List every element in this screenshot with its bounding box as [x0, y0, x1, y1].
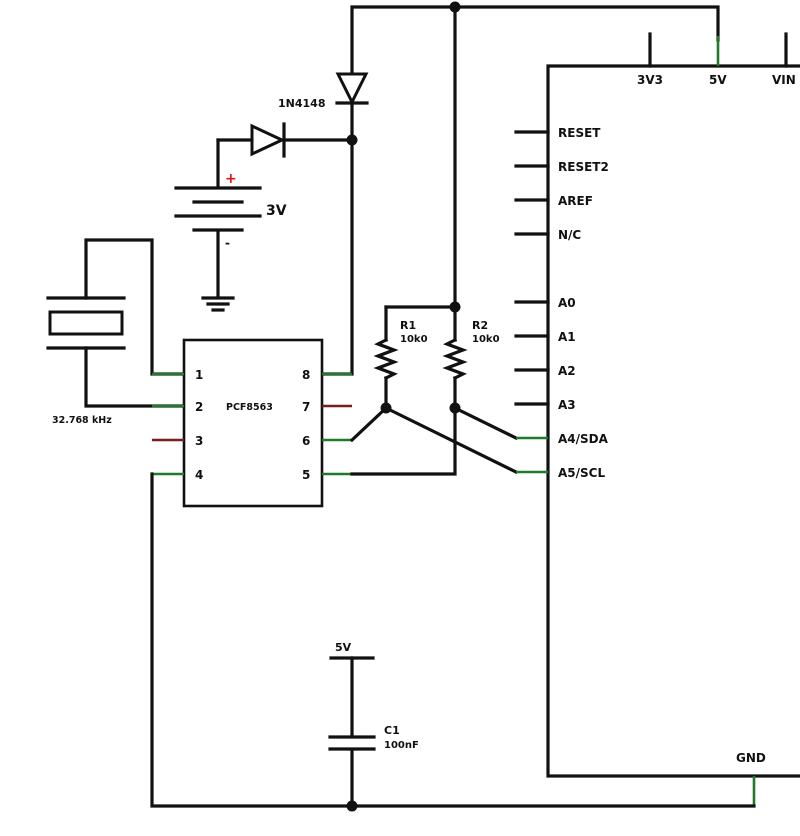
battery-voltage: 3V	[266, 203, 287, 219]
ic-pin-1: 1	[195, 368, 203, 382]
junction-dot	[449, 301, 461, 313]
pin-gnd: GND	[736, 751, 766, 765]
resistor-r2: R2 10k0	[442, 305, 500, 410]
crystal-frequency: 32.768 kHz	[52, 415, 112, 426]
vbat-wire	[320, 101, 354, 376]
pin-a2: A2	[558, 364, 576, 378]
pin-3v3: 3V3	[637, 73, 663, 87]
ground-icon	[201, 296, 235, 312]
battery-3v: + - 3V	[174, 138, 287, 298]
ic-pin-8: 8	[302, 368, 310, 382]
ic-pin-5: 5	[302, 468, 310, 482]
pin-a4-sda: A4/SDA	[558, 432, 609, 446]
resistor-r1: R1 10k0	[373, 305, 428, 410]
battery-minus: -	[225, 236, 230, 250]
pin-reset: RESET	[558, 126, 601, 140]
ic-pin-7: 7	[302, 400, 310, 414]
c1-supply: 5V	[335, 641, 352, 654]
ic-pin-6: 6	[302, 434, 310, 448]
pin-a1: A1	[558, 330, 576, 344]
pin-5v: 5V	[709, 73, 727, 87]
pin5-wire	[350, 406, 457, 476]
ground-rail	[150, 472, 756, 808]
sda-wire	[452, 405, 519, 441]
r2-ref: R2	[472, 319, 488, 332]
arduino-board: 3V3 5V VIN RESET RESET2 AREF N/C A0 A1 A…	[514, 32, 800, 806]
diode-label: 1N4148	[278, 97, 325, 110]
ic-name: PCF8563	[226, 402, 273, 413]
pin-reset2: RESET2	[558, 160, 609, 174]
battery-plus: +	[225, 171, 237, 187]
pin-a3: A3	[558, 398, 576, 412]
diode-battery	[216, 122, 354, 158]
r1-value: 10k0	[400, 334, 428, 345]
capacitor-c1: 5V C1 100nF	[328, 641, 419, 808]
crystal-32768: 32.768 kHz	[46, 238, 186, 426]
ic-pcf8563: PCF8563 1 2 3 4 8 7 6 5	[152, 338, 352, 508]
pin-aref: AREF	[558, 194, 593, 208]
top-5v-rail	[350, 1, 720, 94]
pin-vin: VIN	[772, 73, 796, 87]
diode-1n4148: 1N4148	[278, 72, 369, 110]
ic-pin-2: 2	[195, 400, 203, 414]
pin-a0: A0	[558, 296, 576, 310]
c1-ref: C1	[384, 724, 400, 737]
pin-a5-scl: A5/SCL	[558, 466, 605, 480]
r2-value: 10k0	[472, 334, 500, 345]
pin-nc: N/C	[558, 228, 581, 242]
ic-pin-4: 4	[195, 468, 203, 482]
r1-ref: R1	[400, 319, 416, 332]
c1-value: 100nF	[384, 740, 419, 751]
ic-pin-3: 3	[195, 434, 203, 448]
scl-wire	[349, 406, 519, 475]
